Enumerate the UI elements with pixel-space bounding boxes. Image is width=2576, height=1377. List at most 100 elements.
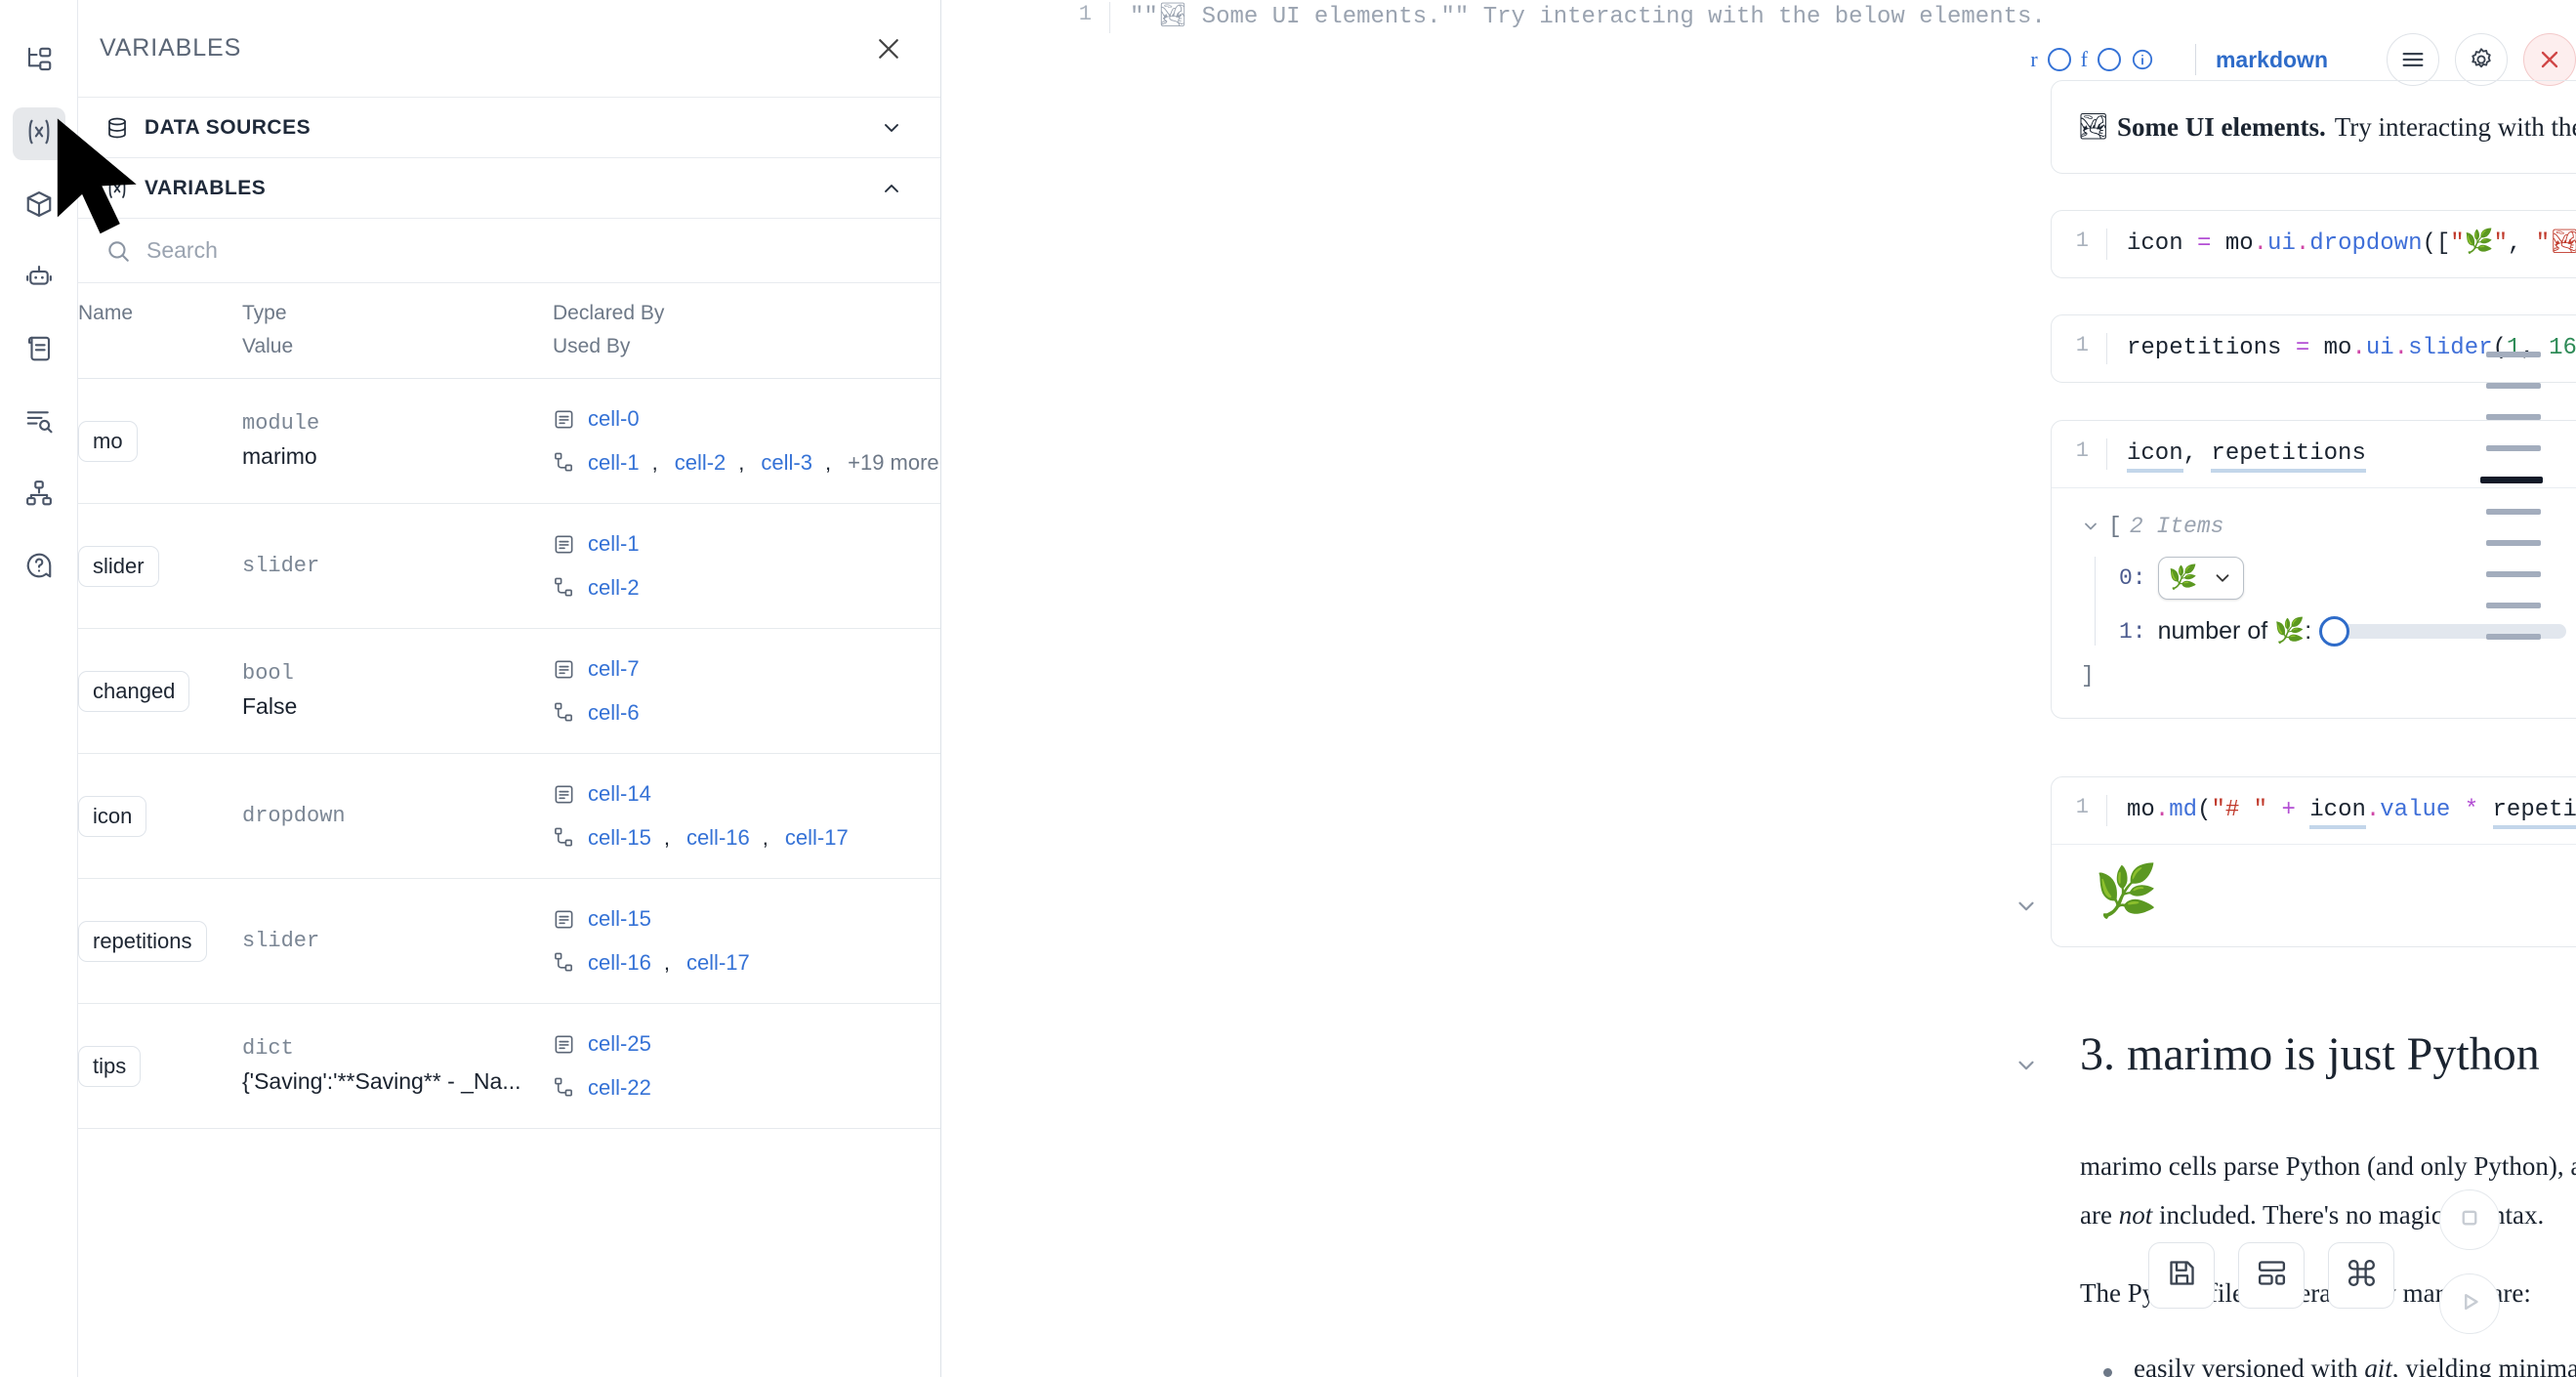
- header-used-by: Used By: [553, 334, 631, 357]
- header-declared-by: Declared By: [553, 302, 665, 324]
- command-palette-button[interactable]: [2328, 1242, 2394, 1309]
- minimap-line[interactable]: [2486, 414, 2541, 420]
- chevron-up-icon[interactable]: [880, 177, 903, 200]
- minimap-gap: [2472, 483, 2551, 509]
- save-button[interactable]: [2148, 1242, 2215, 1309]
- cell-link[interactable]: cell-16: [686, 824, 750, 850]
- cell-link[interactable]: cell-15: [588, 824, 651, 850]
- variable-name-chip[interactable]: tips: [78, 1045, 142, 1087]
- minimap-line[interactable]: [2486, 383, 2541, 389]
- variable-name-chip[interactable]: mo: [78, 420, 138, 462]
- cell-link[interactable]: cell-2: [674, 449, 727, 475]
- activity-rail: [0, 0, 78, 1377]
- cell-icon-dropdown[interactable]: 1 icon = mo.ui.dropdown(["🌿", "🏞", "✨"],…: [2051, 210, 2576, 279]
- sidebar-item-logs[interactable]: [13, 324, 65, 377]
- minimap-line[interactable]: [2486, 571, 2541, 577]
- cell-link-separator: ,: [738, 449, 745, 475]
- cell-link[interactable]: cell-17: [784, 824, 849, 850]
- cell-link[interactable]: cell-1: [588, 531, 640, 557]
- minimap-line[interactable]: [2486, 352, 2541, 357]
- cell-link[interactable]: cell-17: [686, 949, 750, 975]
- cell-toolbar: r f markdown: [1346, 33, 2576, 86]
- variable-name-chip[interactable]: changed: [78, 670, 190, 712]
- gear-icon[interactable]: [2455, 33, 2508, 86]
- info-circle-icon[interactable]: [2131, 48, 2154, 71]
- minimap-line[interactable]: [2486, 603, 2541, 608]
- variable-name-chip[interactable]: slider: [78, 545, 159, 587]
- variable-name-chip[interactable]: repetitions: [78, 920, 207, 962]
- dependency-node-icon: [553, 826, 575, 849]
- minimap-line[interactable]: [2480, 477, 2543, 483]
- cell-document-icon: [553, 1033, 575, 1056]
- chevron-down-icon[interactable]: [2014, 894, 2039, 919]
- layout-button[interactable]: [2238, 1242, 2305, 1309]
- flag-f-toggle[interactable]: [2097, 48, 2121, 71]
- code-text[interactable]: mo.md("# " + icon.value * repetitions.va…: [2106, 795, 2576, 829]
- variables-fx-icon: [105, 177, 129, 200]
- interrupt-button[interactable]: [2439, 1189, 2500, 1250]
- cell-document-icon: [553, 408, 575, 431]
- sidebar-item-dependencies[interactable]: [13, 469, 65, 522]
- cell-link[interactable]: cell-25: [588, 1031, 651, 1057]
- close-icon[interactable]: [874, 34, 903, 63]
- cell-link[interactable]: cell-7: [588, 656, 640, 682]
- sidebar-item-packages[interactable]: [13, 180, 65, 232]
- section-variables[interactable]: VARIABLES: [78, 158, 940, 219]
- minimap-line[interactable]: [2486, 445, 2541, 451]
- sidebar-item-help[interactable]: [13, 541, 65, 594]
- cell-link[interactable]: cell-0: [588, 406, 640, 432]
- paragraph-1-a: marimo cells parse Python (and only Pyth…: [2080, 1151, 2576, 1230]
- hamburger-menu-icon[interactable]: [2387, 33, 2439, 86]
- search-row[interactable]: [78, 219, 940, 283]
- output-list-header[interactable]: [ 2 Items: [2081, 514, 2576, 539]
- chevron-down-icon[interactable]: [880, 116, 903, 140]
- minimap-line[interactable]: [2486, 509, 2541, 515]
- slider-knob[interactable]: [2319, 616, 2350, 647]
- chevron-down-icon[interactable]: [2081, 517, 2100, 536]
- cell-link[interactable]: cell-3: [761, 449, 812, 475]
- close-icon[interactable]: [2523, 33, 2576, 86]
- run-button[interactable]: [2439, 1273, 2500, 1334]
- sidebar-item-outline[interactable]: [13, 396, 65, 449]
- cell-link[interactable]: cell-1: [588, 449, 640, 475]
- cell-display-widgets[interactable]: 1 icon, repetitions [ 2 Items 0:: [2051, 420, 2576, 720]
- section-data-sources[interactable]: DATA SOURCES: [78, 98, 940, 158]
- minimap-line[interactable]: [2486, 634, 2541, 640]
- code-token: value: [2380, 797, 2451, 823]
- minimap-scrollbar[interactable]: [2472, 352, 2551, 640]
- minimap-line[interactable]: [2486, 540, 2541, 546]
- code-text[interactable]: ""🏞 Some UI elements."" Try interacting …: [1109, 2, 2334, 34]
- cell-link[interactable]: cell-16: [588, 949, 651, 975]
- icon-dropdown[interactable]: 🌿: [2157, 557, 2244, 601]
- cell-link[interactable]: cell-15: [588, 906, 651, 932]
- search-input[interactable]: [146, 237, 911, 264]
- cell-language-badge[interactable]: markdown: [2215, 46, 2328, 72]
- code-text[interactable]: icon, repetitions: [2106, 438, 2576, 473]
- code-token: .: [2154, 797, 2170, 823]
- sidebar-item-file-explorer[interactable]: [13, 35, 65, 88]
- cell-markdown-render[interactable]: 1 mo.md("# " + icon.value * repetitions.…: [2051, 776, 2576, 948]
- cell-link[interactable]: cell-22: [588, 1074, 651, 1100]
- used-by-more-label[interactable]: +19 more: [848, 449, 939, 475]
- cell-link[interactable]: cell-2: [588, 574, 640, 600]
- chevron-down-icon[interactable]: [2014, 1053, 2039, 1078]
- sidebar-item-chat[interactable]: [13, 252, 65, 305]
- cell-link[interactable]: cell-6: [588, 699, 640, 725]
- cell-markdown-source[interactable]: 1 ""🏞 Some UI elements."" Try interactin…: [1055, 0, 2334, 51]
- flag-r-toggle[interactable]: [2047, 48, 2071, 71]
- sidebar-item-variables[interactable]: [12, 107, 65, 160]
- cell-link[interactable]: cell-14: [588, 781, 651, 807]
- output-items: 0: 🌿 1: number of 🌿:: [2095, 557, 2576, 647]
- code-text[interactable]: icon = mo.ui.dropdown(["🌿", "🏞", "✨"], v…: [2106, 229, 2576, 261]
- code-token: .: [2365, 797, 2381, 823]
- code-token: .: [2295, 230, 2310, 257]
- variable-name-chip[interactable]: icon: [78, 795, 147, 837]
